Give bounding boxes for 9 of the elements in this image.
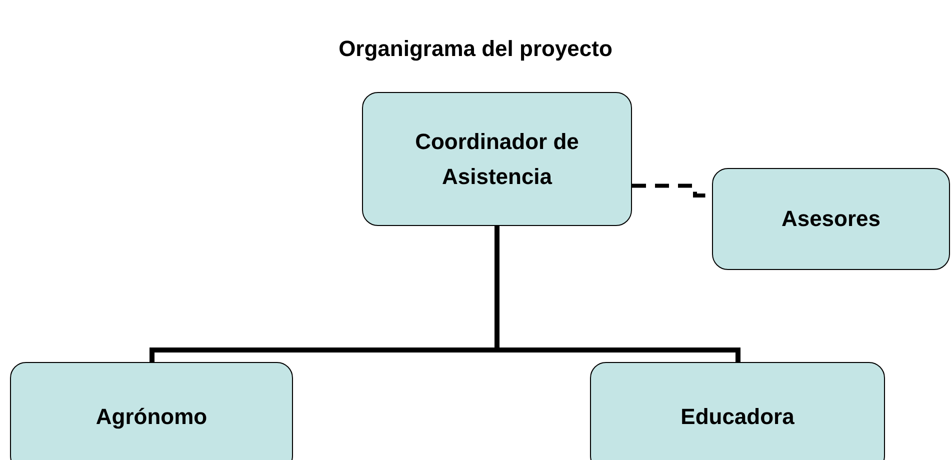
org-box (590, 362, 885, 460)
role-label: Agrónomo (96, 403, 208, 432)
role-label: Coordinador de Asistencia (414, 128, 580, 191)
org-box (712, 168, 950, 270)
org-box (10, 362, 293, 460)
role-label: Educadora (680, 403, 794, 432)
role-label: Asesores (781, 205, 881, 234)
chart-title: Organigrama del proyecto (338, 36, 614, 62)
org-box (362, 92, 632, 226)
